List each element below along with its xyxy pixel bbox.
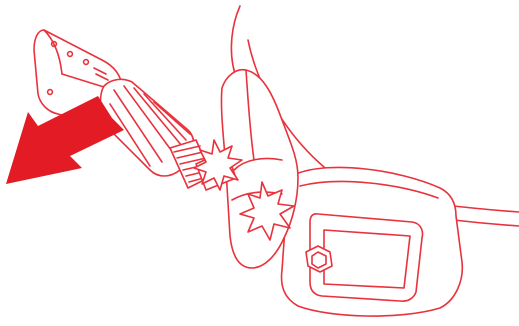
break-star-icon <box>193 139 243 191</box>
rectangular-buckle-icon <box>280 166 464 317</box>
hex-bolt-icon <box>305 245 333 273</box>
break-star-icon <box>239 181 295 241</box>
pull-arrow-icon <box>6 96 124 184</box>
